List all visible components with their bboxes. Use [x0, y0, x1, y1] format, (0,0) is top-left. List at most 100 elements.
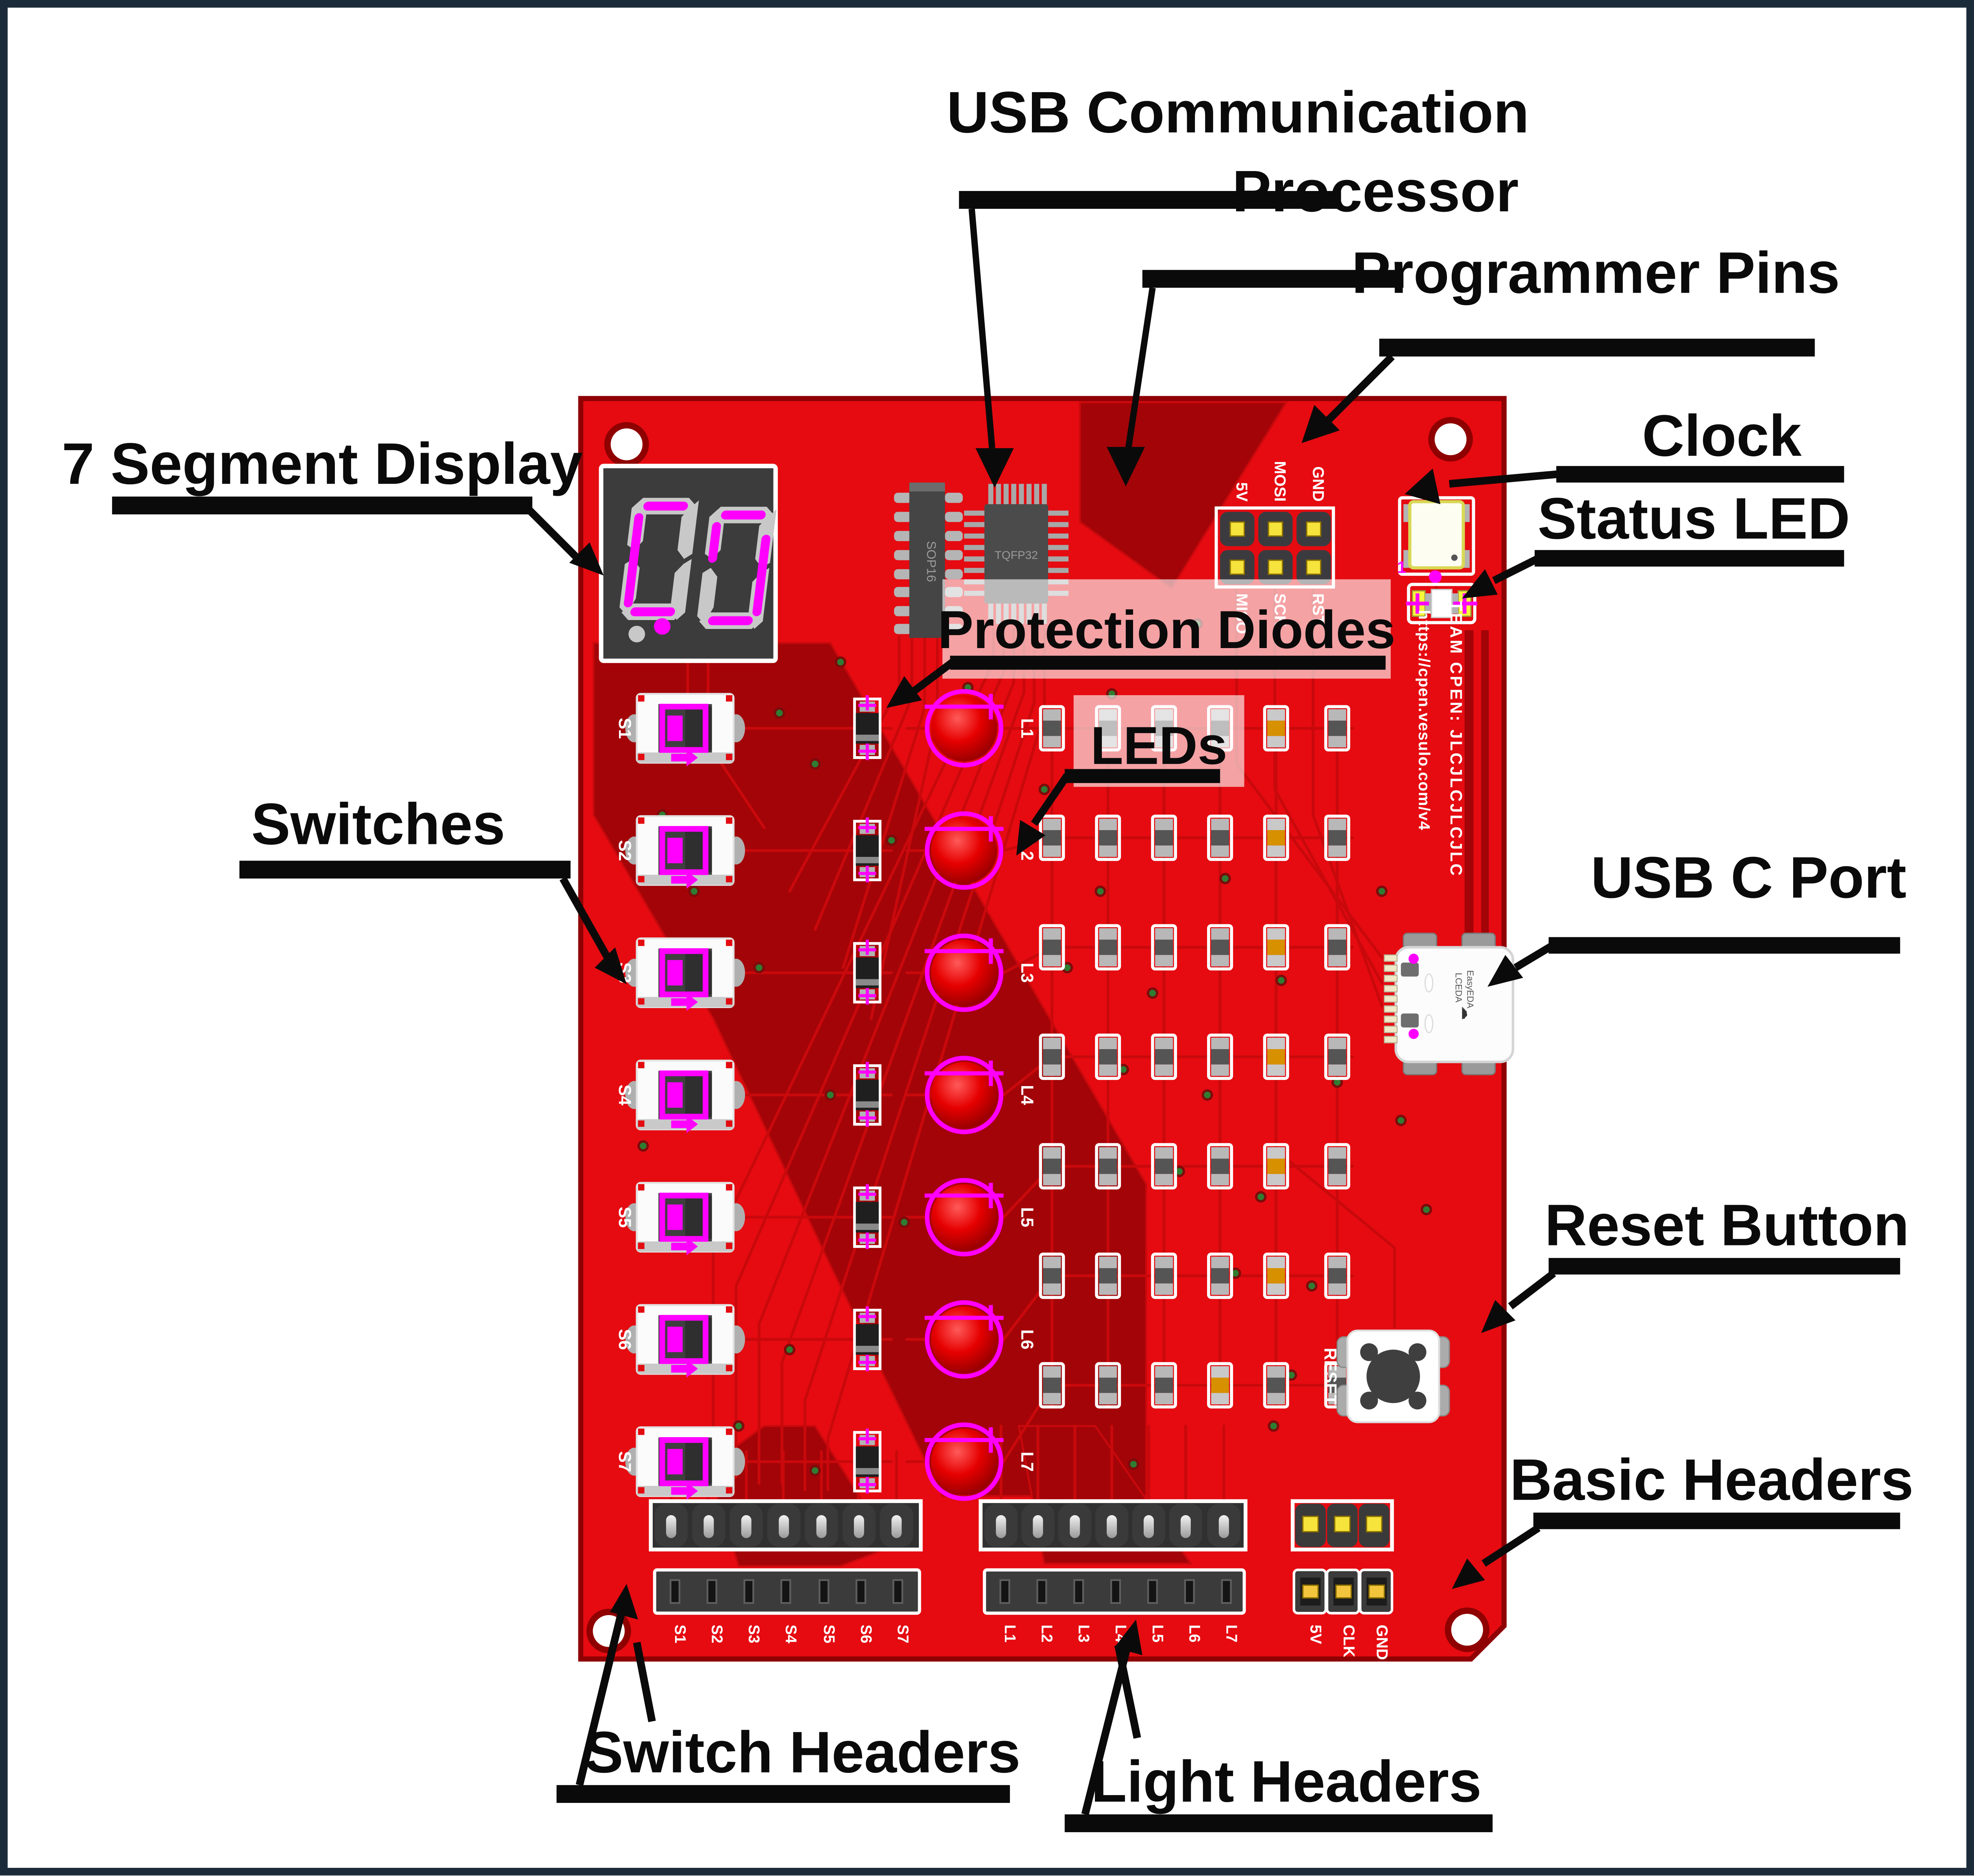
usb-connector-text: LCEDA — [1454, 973, 1464, 1002]
underline-reset-button — [1548, 1258, 1900, 1275]
sop16-label: SOP16 — [924, 541, 938, 582]
reset-silkscreen-label: RESET — [1321, 1348, 1340, 1405]
label-protection-diodes: Protection Diodes — [938, 600, 1395, 659]
arrowhead-basic-headers — [1452, 1558, 1485, 1589]
switch-label: S6 — [615, 1329, 634, 1350]
underline-basic-headers — [1533, 1512, 1900, 1529]
programmer-pin-label: GND — [1309, 466, 1327, 502]
label-light-headers: Light Headers — [1091, 1749, 1481, 1814]
basic-header-label: 5V — [1307, 1624, 1324, 1644]
led-label: L5 — [1018, 1207, 1037, 1227]
header-light-label: L7 — [1223, 1624, 1240, 1642]
arrowhead-light-headers — [1114, 1619, 1142, 1655]
url-silkscreen-text: https://cpen.vesulo.com/v4 — [1415, 610, 1433, 831]
header-light-label: L5 — [1149, 1624, 1166, 1642]
arrowhead-switch-headers — [610, 1584, 638, 1620]
display-dot — [628, 626, 645, 642]
usb-communication-chip: SOP16 — [894, 482, 963, 638]
header-switch-label: S6 — [858, 1624, 875, 1643]
usb-connector-text: EasyEDA — [1465, 970, 1475, 1008]
arrowhead-reset-button — [1481, 1300, 1516, 1333]
underline-usb-c-port — [1548, 937, 1900, 954]
slide-switches: S1 S2 S3 S4 S5 S6 S7 — [615, 694, 745, 1500]
header-switch-label: S2 — [709, 1624, 726, 1643]
underline-usb-communication — [959, 191, 1341, 209]
underline-light-headers — [1064, 1814, 1493, 1833]
reset-button: RESET — [1321, 1329, 1450, 1423]
label-leds: LEDs — [1090, 716, 1227, 775]
underline-programmer-pins — [1379, 338, 1815, 357]
team-silkscreen-text: TEAM CPEN: JLCJLCJLCJLC — [1447, 601, 1466, 877]
arrowhead-usb-communication — [975, 448, 1014, 488]
header-switch-label: S1 — [672, 1624, 689, 1643]
clock-pin1-label: 1 — [1397, 558, 1406, 577]
header-switch-label: S5 — [821, 1624, 838, 1643]
header-light-label: L3 — [1075, 1624, 1092, 1642]
underline-seven-segment-display — [112, 497, 532, 514]
led-label: L6 — [1018, 1329, 1037, 1349]
light-male-header — [979, 1499, 1248, 1552]
label-status-led: Status LED — [1538, 486, 1850, 551]
programmer-pin-label: MOSI — [1271, 461, 1289, 502]
edge-stripe — [1481, 630, 1489, 977]
header-switch-label: S7 — [895, 1624, 912, 1643]
header-switch-label: S3 — [746, 1624, 763, 1643]
underline-clock — [1556, 466, 1844, 483]
switch-label: S7 — [615, 1451, 634, 1472]
label-basic-headers: Basic Headers — [1510, 1447, 1913, 1512]
leds: L1 L2 L3 L4 L5 L6 L7 — [925, 692, 1037, 1499]
arrowhead-processor — [1107, 447, 1145, 487]
basic-header-label: CLK — [1340, 1624, 1357, 1657]
header-light-label: L6 — [1186, 1624, 1203, 1642]
programmer-pin-label: 5V — [1233, 482, 1251, 502]
arrowhead-leds — [1016, 820, 1046, 856]
light-female-header — [983, 1568, 1246, 1615]
bottom-silkscreen-labels: S1 S2 S3 S4 S5 S6 S7 L1 L2 L3 L4 L5 L6 L… — [672, 1624, 1391, 1660]
basic-female-header — [1292, 1568, 1394, 1615]
header-light-label: L2 — [1038, 1624, 1055, 1642]
display-dot-lit — [654, 618, 671, 635]
label-processor: Processor — [1232, 158, 1519, 224]
underline-status-led — [1534, 550, 1844, 567]
underline-leds — [1064, 769, 1220, 783]
label-reset-button: Reset Button — [1545, 1193, 1909, 1258]
tqfp32-label: TQFP32 — [995, 549, 1038, 562]
arrowhead-seven-segment-display — [569, 542, 604, 576]
arrowhead-switches — [595, 947, 627, 985]
arrowhead-protection-diodes — [886, 676, 922, 708]
underline-protection-diodes — [950, 655, 1386, 670]
usb-c-connector: LCEDA EasyEDA ☁ — [1383, 933, 1514, 1076]
switch-label: S1 — [615, 718, 634, 739]
annotations: USB Communication Processor Programmer P… — [62, 80, 1913, 1833]
clock-crystal: 1 — [1397, 496, 1475, 583]
label-switch-headers: Switch Headers — [584, 1720, 1020, 1785]
label-clock: Clock — [1642, 403, 1802, 468]
switch-label: S4 — [615, 1084, 634, 1106]
arrowhead-status-led — [1462, 569, 1498, 599]
label-programmer-pins: Programmer Pins — [1352, 240, 1840, 306]
arrowhead-clock — [1405, 468, 1441, 504]
switch-female-header — [653, 1568, 921, 1615]
label-switches: Switches — [251, 792, 505, 857]
underline-switches — [239, 861, 571, 879]
cloud-icon: ☁ — [1459, 1006, 1474, 1019]
header-light-label: L1 — [1001, 1624, 1018, 1642]
seven-segment-display — [599, 464, 778, 663]
label-usb-communication: USB Communication — [947, 80, 1529, 145]
basic-header-label: GND — [1373, 1624, 1390, 1660]
led-label: L7 — [1018, 1452, 1037, 1472]
underline-processor — [1142, 270, 1404, 288]
switch-male-header — [649, 1499, 923, 1552]
label-usb-c-port: USB C Port — [1591, 845, 1907, 910]
arrowhead-usb-c-port — [1487, 955, 1523, 987]
led-label: L1 — [1018, 718, 1037, 738]
basic-male-header — [1290, 1499, 1394, 1552]
pcb-board: SOP16 TQFP32 — [578, 396, 1514, 1662]
arrowhead-programmer-pins — [1301, 405, 1340, 443]
led-label: L4 — [1018, 1085, 1037, 1105]
edge-stripe — [1464, 630, 1474, 977]
switch-label: S5 — [615, 1207, 634, 1228]
switch-label: S2 — [615, 840, 634, 861]
header-switch-label: S4 — [782, 1624, 799, 1643]
